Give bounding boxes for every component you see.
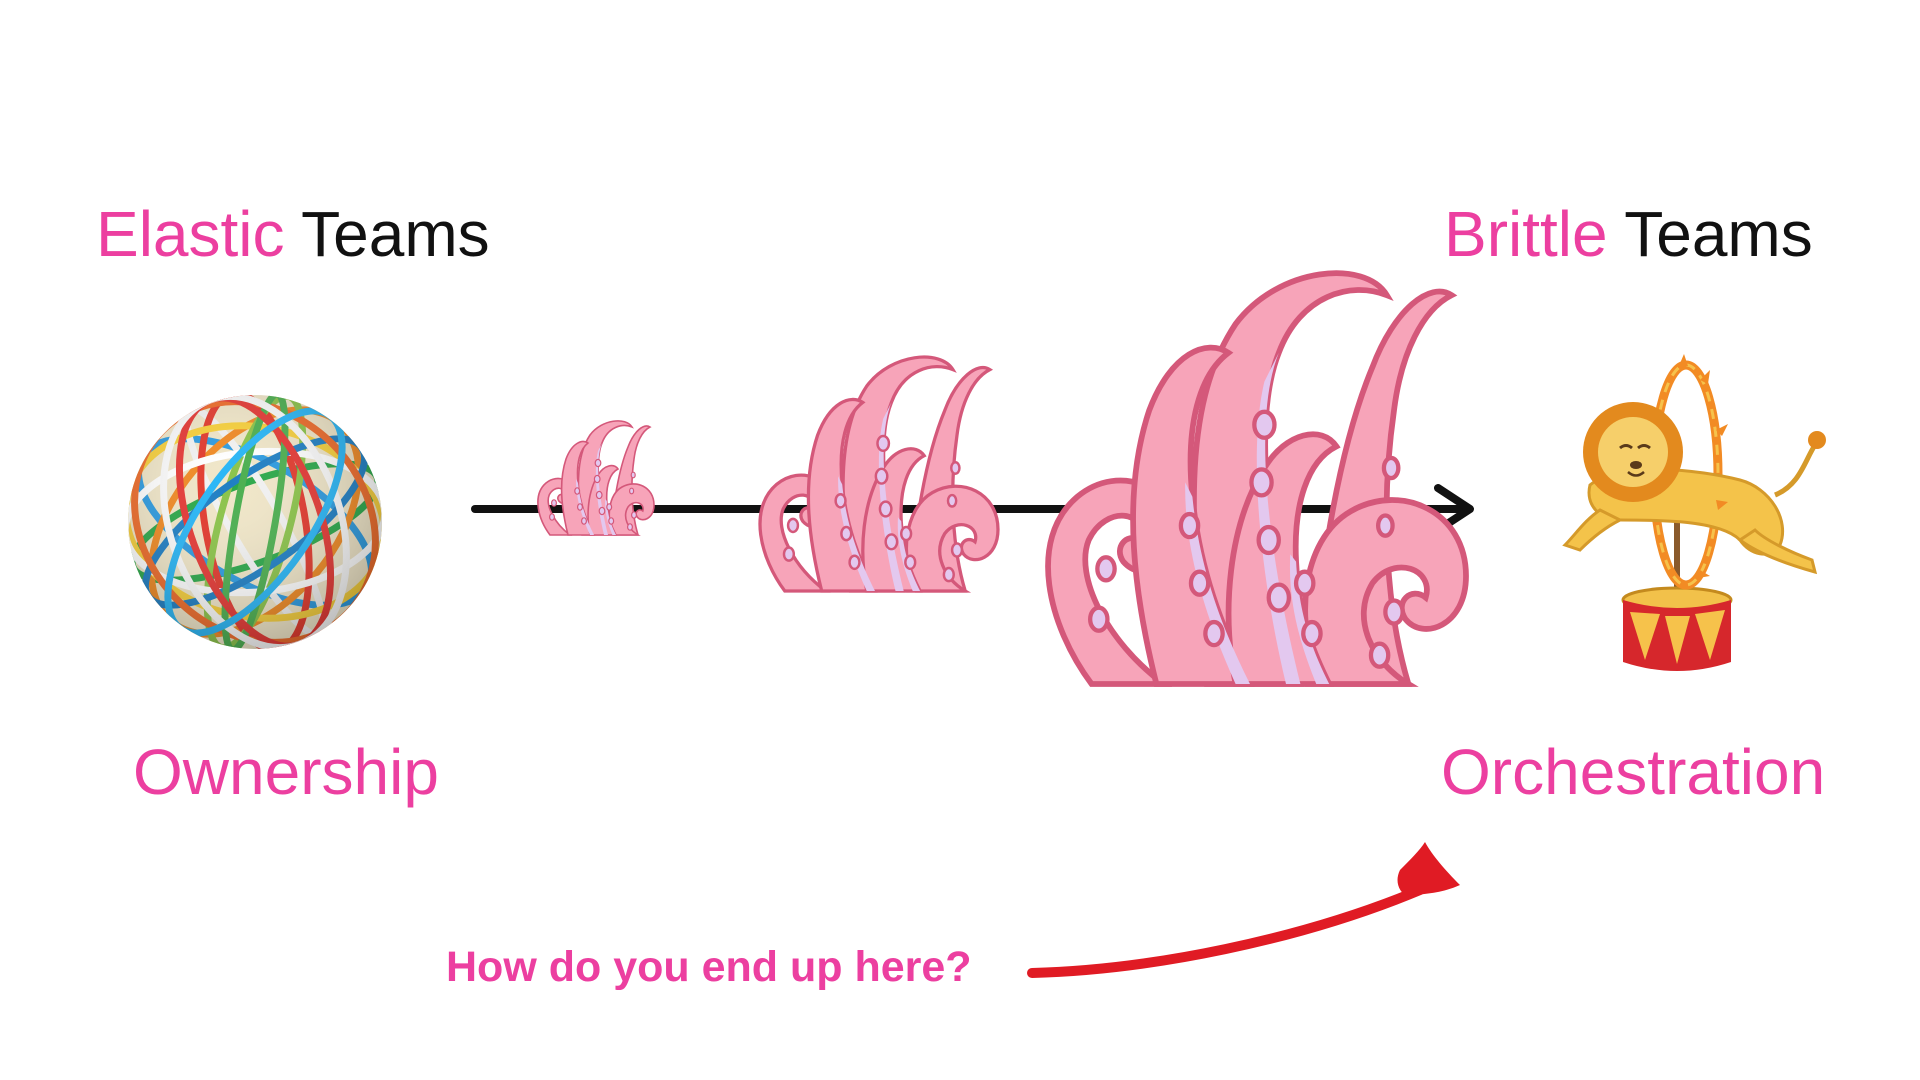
tentacles-small-icon (537, 420, 655, 536)
teams-word-right: Teams (1624, 198, 1813, 270)
ownership-label: Ownership (133, 736, 439, 808)
brittle-teams-heading: Brittle Teams (1444, 202, 1813, 266)
elastic-word: Elastic (96, 198, 285, 270)
elastic-teams-heading: Elastic Teams (96, 202, 490, 266)
tentacles-medium-icon (758, 355, 1000, 593)
teams-word-left: Teams (301, 198, 490, 270)
brittle-word: Brittle (1444, 198, 1608, 270)
orchestration-label: Orchestration (1441, 736, 1826, 808)
question-text: How do you end up here? (446, 943, 972, 991)
tentacles-large-icon (1048, 273, 1466, 684)
